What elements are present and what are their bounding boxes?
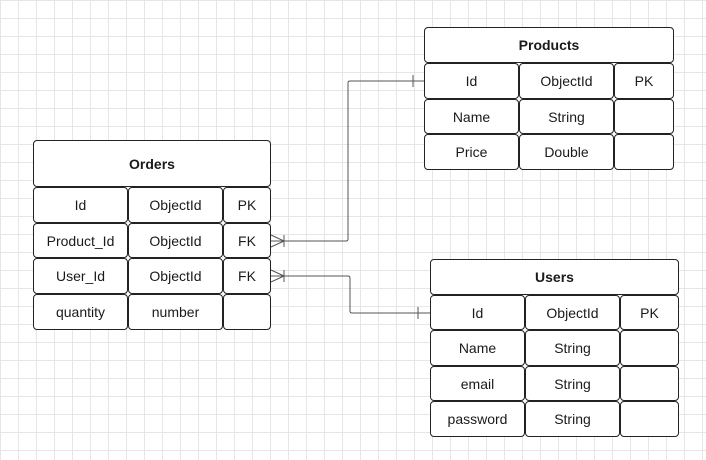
field-type: Double — [519, 134, 614, 170]
field-key: FK — [223, 258, 271, 294]
field-name: Price — [424, 134, 519, 170]
field-name: quantity — [33, 294, 128, 330]
field-type: String — [525, 366, 620, 401]
field-name: email — [430, 366, 525, 401]
field-name: Name — [424, 99, 519, 134]
field-name: Id — [424, 63, 519, 99]
field-key: PK — [620, 295, 679, 330]
relationship-orders-products[interactable] — [270, 75, 424, 248]
field-type: String — [519, 99, 614, 134]
field-key — [620, 330, 679, 366]
field-key — [620, 401, 679, 437]
crows-foot-many-icon — [270, 269, 285, 283]
field-type: ObjectId — [525, 295, 620, 330]
entity-title: Orders — [33, 140, 271, 187]
field-key: PK — [223, 187, 271, 223]
field-type: ObjectId — [128, 187, 223, 223]
field-type: number — [128, 294, 223, 330]
field-name: password — [430, 401, 525, 437]
entity-title: Products — [424, 27, 674, 63]
relationship-orders-users[interactable] — [270, 269, 430, 319]
entity-title: Users — [430, 259, 679, 295]
field-name: Id — [430, 295, 525, 330]
crows-foot-many-icon — [270, 234, 285, 248]
field-type: String — [525, 401, 620, 437]
field-key — [614, 99, 674, 134]
field-name: Name — [430, 330, 525, 366]
field-name: Product_Id — [33, 223, 128, 258]
field-type: String — [525, 330, 620, 366]
field-type: ObjectId — [128, 258, 223, 294]
field-key — [223, 294, 271, 330]
field-key: PK — [614, 63, 674, 99]
field-name: Id — [33, 187, 128, 223]
field-key: FK — [223, 223, 271, 258]
field-type: ObjectId — [519, 63, 614, 99]
field-key — [620, 366, 679, 401]
connector-line — [271, 275, 430, 314]
field-key — [614, 134, 674, 170]
field-type: ObjectId — [128, 223, 223, 258]
field-name: User_Id — [33, 258, 128, 294]
connector-line — [271, 80, 424, 242]
